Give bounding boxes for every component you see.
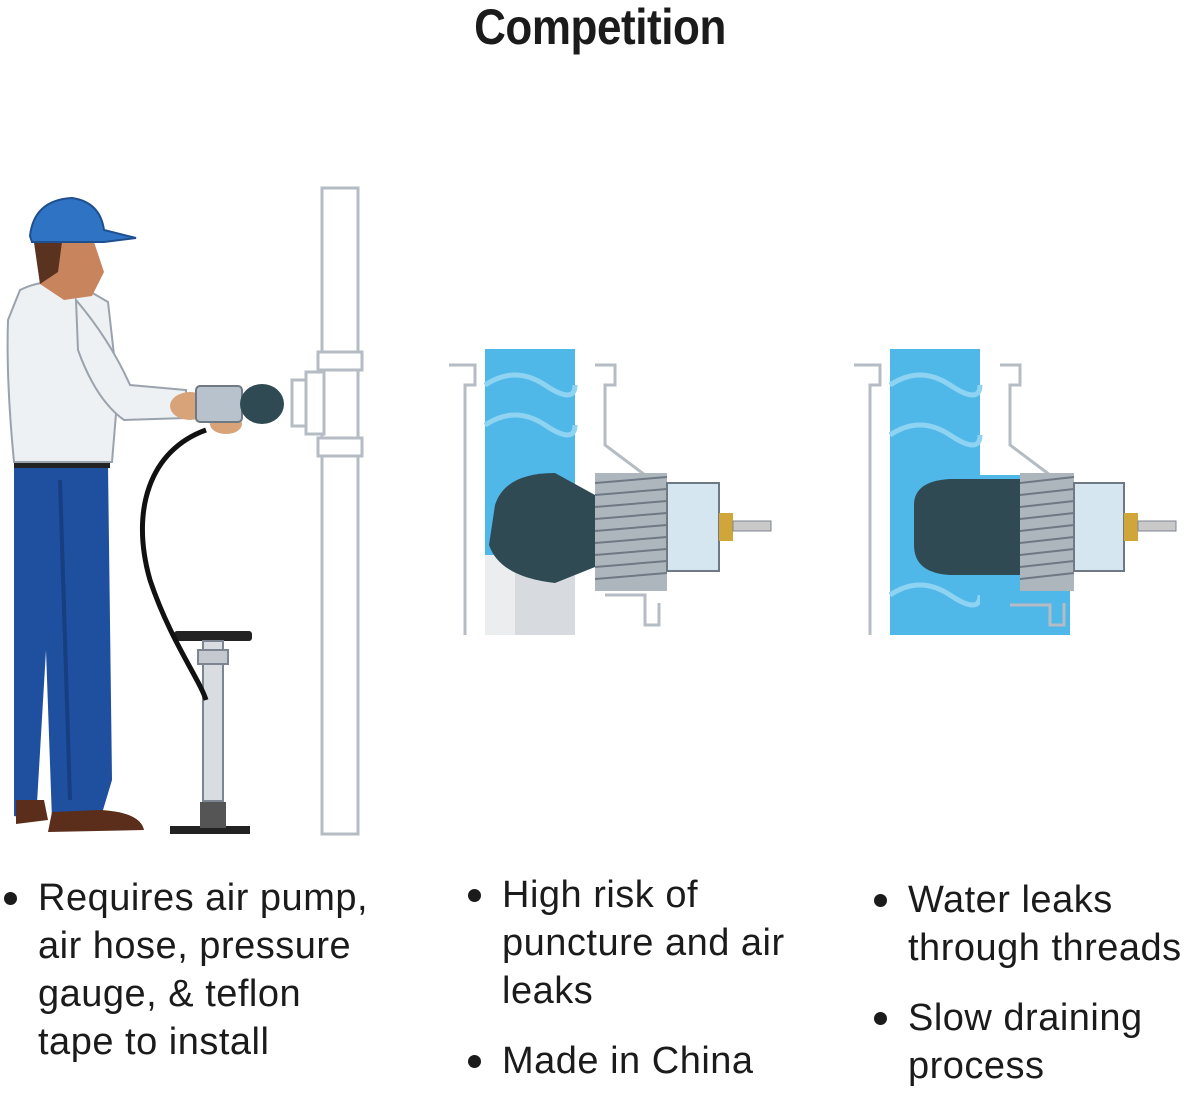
bullet-item: High risk of puncture and air leaks	[466, 871, 786, 1015]
column-1-bullets: Requires air pump, air hose, pressure ga…	[2, 874, 382, 1088]
bullet-item: Made in China	[466, 1037, 786, 1085]
column-2-bullets: High risk of puncture and air leaks Made…	[466, 871, 786, 1107]
bullet-item: Water leaks through threads	[872, 876, 1200, 972]
inflatable-ball-in-pipe-icon	[449, 349, 772, 635]
page-title: Competition	[474, 0, 726, 55]
threaded-plug-in-pipe-icon	[854, 349, 1177, 635]
bullet-item: Requires air pump, air hose, pressure ga…	[2, 874, 382, 1066]
bullet-item: Slow draining process	[872, 994, 1200, 1090]
worker-inflating-test-ball-icon	[6, 186, 364, 836]
column-3-bullets: Water leaks through threads Slow drainin…	[872, 876, 1200, 1112]
